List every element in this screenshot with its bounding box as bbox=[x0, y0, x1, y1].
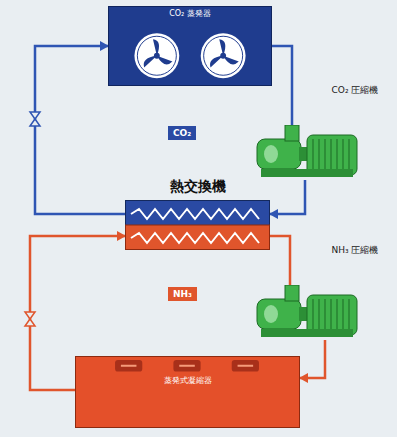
compressor-label: NH₃ 圧縮機 bbox=[331, 245, 379, 256]
exchanger-title: 熱交換機 bbox=[105, 178, 290, 195]
evaporator-unit: CO₂ 蒸発器 bbox=[108, 6, 272, 86]
pipe-connector bbox=[272, 46, 292, 125]
loop-tag: CO₂ bbox=[168, 126, 196, 140]
condenser-label: 蒸発式凝縮器 bbox=[76, 377, 299, 386]
heat-exchanger: 熱交換機 bbox=[125, 200, 270, 250]
expansion-valve bbox=[30, 112, 40, 126]
pipe-connector bbox=[270, 180, 305, 214]
pipe-connector bbox=[300, 340, 325, 378]
evaporative-condenser: 蒸発式凝縮器 bbox=[75, 356, 300, 428]
shape-outline bbox=[255, 285, 360, 340]
shape-outline bbox=[255, 125, 360, 180]
expansion-valve bbox=[25, 312, 35, 326]
compressor-label: CO₂ 圧縮機 bbox=[331, 85, 379, 96]
shape-outline bbox=[109, 7, 271, 85]
compressor-unit: NH₃ 圧縮機 bbox=[255, 285, 360, 340]
loop-tag: NH₃ bbox=[168, 287, 197, 301]
shape-outline bbox=[76, 357, 299, 427]
compressor-unit: CO₂ 圧縮機 bbox=[255, 125, 360, 180]
shape-outline bbox=[125, 200, 270, 250]
unit-title: CO₂ 蒸発器 bbox=[109, 10, 271, 19]
pipe-connector bbox=[270, 236, 290, 285]
